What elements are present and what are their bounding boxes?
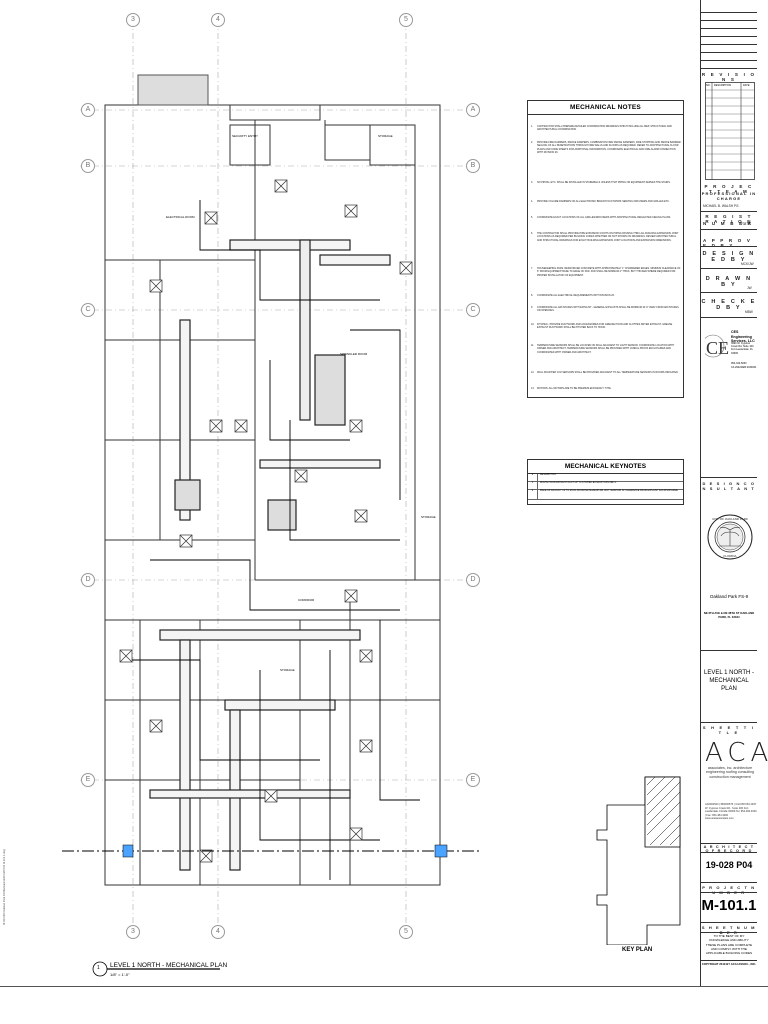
grid-bubble-4-top: 4 bbox=[211, 13, 225, 27]
room-label: SPRINKLER ROOM bbox=[340, 352, 368, 356]
city-seal: CITY OF OAKLAND PARK FLORIDA bbox=[707, 514, 753, 560]
grid-bubble-e-right: E bbox=[466, 773, 480, 787]
svg-text:CES: CES bbox=[706, 338, 729, 358]
note-item: 8.COORDINATE ALL ELECTRICAL REQUIREMENTS… bbox=[531, 294, 615, 297]
professional-name: MICHAEL B. WALSH P.E. bbox=[703, 204, 740, 208]
note-item: 4.PROVIDE VOLUME DAMPERS ON ALL ELECTRON… bbox=[531, 200, 670, 203]
keynotes-title: MECHANICAL KEYNOTES bbox=[528, 460, 683, 474]
copyright-text: COPYRIGHT 2019 BY ACAI ASSOC., INC. bbox=[701, 962, 757, 966]
consultant-cert: CA 29224/EB 0030031 bbox=[731, 366, 757, 369]
professional-label: PROFESSIONAL IN CHARGE bbox=[701, 191, 757, 201]
grid-bubble-c-left: C bbox=[81, 303, 95, 317]
architect-address: AA0002520 | IB0000575 | CGC057264 2937 W… bbox=[705, 803, 757, 821]
revisions-label: R E V I S I O N S bbox=[701, 72, 757, 82]
design-consultant-label: D E S I G N C O N S U L T A N T bbox=[702, 481, 756, 491]
plan-number: 1 bbox=[97, 965, 100, 971]
designed-by-value: MCK/JW bbox=[741, 262, 754, 266]
project-team-label: P R O J E C T T E A M bbox=[704, 184, 754, 194]
note-item: 6.THE CONTRACTOR SHALL PROVIDE PIPE EXPA… bbox=[531, 232, 679, 242]
grid-bubble-b-left: B bbox=[81, 159, 95, 173]
architect-of-record-label: A R C H I T E C T O F R E C O R D bbox=[703, 845, 755, 853]
note-item: 1.CONTRACTOR SHALL PREPARE DETAILED COOR… bbox=[531, 125, 672, 132]
revision-table bbox=[705, 82, 755, 180]
consultant-name: CES Engineering Services, LLC bbox=[731, 330, 755, 343]
mechanical-notes-title: MECHANICAL NOTES bbox=[528, 101, 683, 115]
project-number: 19-028 P04 bbox=[705, 860, 753, 870]
note-item: 13.MOTORS: ALL MOTORS ARE TO BE PREMIUM … bbox=[531, 387, 612, 390]
mechanical-floor-plan bbox=[62, 20, 480, 977]
room-label: CORRIDOR bbox=[298, 598, 315, 602]
grid-bubble-e-left: E bbox=[81, 773, 95, 787]
key-plan-diagram bbox=[596, 776, 681, 945]
grid-bubble-5-bottom: 5 bbox=[399, 925, 413, 939]
drawn-by-label: D R A W N B Y bbox=[705, 276, 753, 288]
approved-by-label: A P P R O V E D B Y bbox=[703, 238, 753, 248]
file-path-text: M:\19-028 Oakland Park FS\Mechanical\19-… bbox=[3, 849, 6, 925]
note-item: 11.TEMPERATURE SENSORS SHALL BE LOCATED … bbox=[531, 344, 675, 354]
keynotes-header-row: #DESCRIPTION bbox=[528, 474, 683, 482]
checked-by-label: C H E C K E D B Y bbox=[701, 299, 757, 311]
grid-bubble-d-right: D bbox=[466, 573, 480, 587]
consultant-phone: 954-334-5030 bbox=[731, 362, 747, 365]
sheet-title-label: S H E E T T I T L E bbox=[702, 725, 756, 735]
grid-bubble-3-top: 3 bbox=[126, 13, 140, 27]
grid-bubble-a-left: A bbox=[81, 103, 95, 117]
room-label: STORAGE bbox=[280, 668, 295, 672]
grid-bubble-5-top: 5 bbox=[399, 13, 413, 27]
mechanical-notes-box: MECHANICAL NOTES 1.CONTRACTOR SHALL PREP… bbox=[527, 100, 684, 398]
grid-bubble-c-right: C bbox=[466, 303, 480, 317]
acai-logo: ACAI bbox=[705, 738, 768, 768]
room-label: STORAGE bbox=[421, 515, 436, 519]
plan-scale: 1/8" = 1'-0" bbox=[110, 972, 130, 977]
code-compliance-statement: TO THE BEST OF MY KNOWLEDGE AND ABILITY … bbox=[705, 934, 753, 956]
room-label: ELECTRICAL ROOM bbox=[166, 215, 195, 219]
client-name: Oakland Park FS-9 bbox=[709, 594, 749, 599]
sheet-title-line1: LEVEL 1 NORTH - bbox=[703, 670, 754, 676]
title-block: R E V I S I O N S NO. DESCRIPTION DATE P… bbox=[700, 0, 768, 986]
project-number-label: P R O J E C T N U M B E R bbox=[702, 885, 756, 895]
grid-bubble-4-bottom: 4 bbox=[211, 925, 225, 939]
drawn-by-value: JW bbox=[747, 286, 752, 290]
svg-text:CITY OF OAKLAND PARK: CITY OF OAKLAND PARK bbox=[712, 517, 748, 521]
revision-header-description: DESCRIPTION bbox=[714, 84, 732, 87]
grid-bubble-d-left: D bbox=[81, 573, 95, 587]
consultant-address: 3990 W. Cypress Creek Rd. Suite 100 Fort… bbox=[731, 342, 754, 355]
note-item: 10.KITCHEN - PROVIDE DUCTWORK AND ACCESS… bbox=[531, 323, 673, 330]
note-item: 7.HOUSEKEEPING PADS: REINFORCED CONCRETE… bbox=[531, 267, 681, 277]
plan-title: LEVEL 1 NORTH - MECHANICAL PLAN bbox=[110, 962, 228, 969]
designed-by-label: D E S I G N E D B Y bbox=[702, 251, 756, 263]
room-label: STORAGE bbox=[378, 134, 393, 138]
revision-header-date: DATE bbox=[743, 84, 750, 87]
sheet-bottom-rule bbox=[0, 986, 768, 987]
registration-number: 73874 bbox=[741, 222, 750, 226]
note-item: 3.NO PIPING, ETC. SHALL BE INSTALLED IN … bbox=[531, 181, 671, 184]
note-item: 9.COORDINATE ALL AIR INTAKES WITH EXHAUS… bbox=[531, 306, 679, 313]
grid-bubble-3-bottom: 3 bbox=[126, 925, 140, 939]
checked-by-value: MBW bbox=[745, 310, 753, 314]
grid-bubble-a-right: A bbox=[466, 103, 480, 117]
note-item: 5.COORDINATE EXACT LOCATIONS OF ALL GRIL… bbox=[531, 216, 671, 219]
key-plan-label: KEY PLAN bbox=[622, 947, 653, 953]
number-label: N U M B E R bbox=[703, 221, 754, 226]
sheet-title-line2: MECHANICAL PLAN bbox=[709, 678, 749, 692]
note-item: 12.WALL MOUNTED CO2 SENSORS SHALL BE PRO… bbox=[531, 371, 679, 374]
architect-tagline: associates, inc. architecture engineerin… bbox=[706, 766, 754, 779]
client-address: NE 6TH AVE & NE 38TH ST OAKLAND PARK, FL… bbox=[703, 611, 755, 619]
ces-logo: CES bbox=[705, 334, 729, 358]
grid-bubble-b-right: B bbox=[466, 159, 480, 173]
registration-label: R E G I S T R A T I O N bbox=[705, 214, 753, 224]
sheet-number: M-101.1 bbox=[701, 897, 757, 914]
note-item: 2.PROVIDE FIRE DAMPERS, SMOKE DAMPERS, C… bbox=[531, 141, 681, 155]
room-label: SECURITY ENTRY bbox=[232, 134, 259, 138]
svg-text:FLORIDA: FLORIDA bbox=[723, 554, 736, 558]
revision-header-no: NO. bbox=[706, 84, 711, 87]
